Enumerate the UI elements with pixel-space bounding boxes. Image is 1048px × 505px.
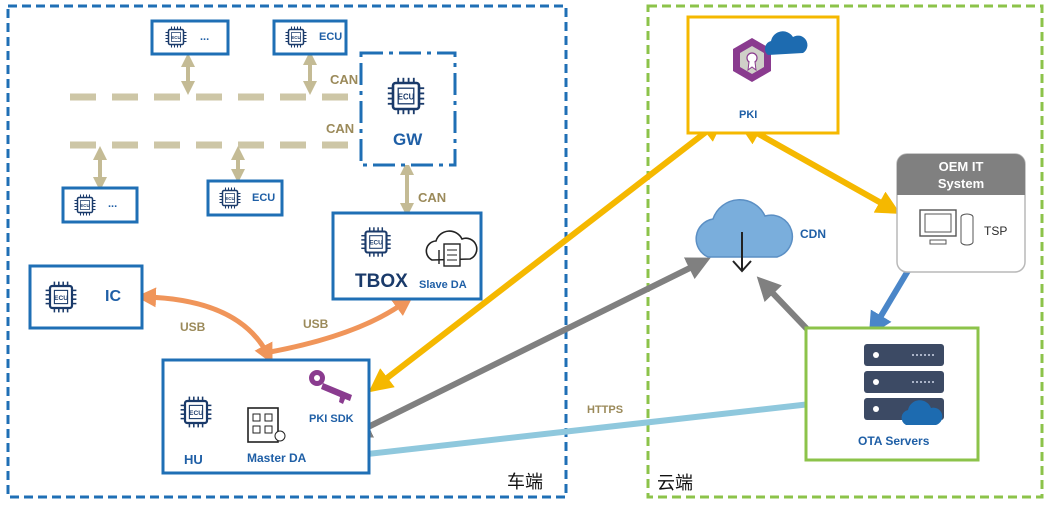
gw-label: GW — [393, 130, 423, 149]
ic-label: IC — [105, 288, 121, 305]
ecu-mid-right-label: ECU — [252, 192, 276, 204]
database-icon — [960, 213, 974, 246]
ecu-mid-left-label: ... — [108, 198, 118, 210]
cdn-label: CDN — [800, 227, 826, 241]
ota-servers-box — [804, 326, 980, 462]
oem-it-box — [896, 153, 1026, 273]
slave-da-cloud-icon — [425, 230, 478, 267]
ecu-box-top-left — [150, 19, 230, 56]
usb-right-label: USB — [303, 317, 329, 331]
pki-box — [686, 15, 840, 135]
pki-label: PKI — [739, 109, 758, 121]
ecu-box-mid-right — [206, 179, 284, 217]
hu-box — [161, 358, 371, 475]
master-da-icon — [247, 407, 286, 443]
https-arrow — [320, 389, 858, 469]
pki-key-icon — [309, 370, 352, 404]
ecu-top-left-label: ... — [200, 31, 210, 43]
ecu-box-top-right — [272, 19, 348, 56]
cloud-zone-label: 云端 — [657, 473, 693, 494]
oem-it-line2: System — [937, 176, 985, 191]
ecu-top-right-label: ECU — [319, 31, 343, 43]
can-mid-label: CAN — [326, 121, 355, 136]
gw-box — [359, 51, 457, 167]
usb-tbox-arrow — [269, 296, 414, 355]
pki-sdk-label: PKI SDK — [309, 413, 354, 425]
can-top-label: CAN — [330, 72, 359, 87]
https-label: HTTPS — [587, 404, 624, 416]
usb-ic-arrow — [136, 287, 273, 364]
pki-oem-arrow — [737, 122, 901, 214]
cloud-zone — [646, 4, 1044, 499]
tsp-label: TSP — [984, 224, 1008, 238]
tbox-box — [331, 211, 483, 301]
hu-label: HU — [184, 452, 203, 467]
usb-left-label: USB — [180, 320, 206, 334]
computer-icon — [919, 209, 957, 245]
ic-box — [28, 264, 144, 330]
oem-it-line1: OEM IT — [938, 159, 984, 174]
vehicle-zone-label: 车端 — [507, 472, 543, 493]
ecu-box-mid-left — [61, 186, 139, 224]
tbox-label: TBOX — [355, 271, 408, 292]
oem-it-title: OEM IT System — [897, 158, 1025, 192]
slave-da-label: Slave DA — [419, 279, 467, 291]
master-da-label: Master DA — [247, 451, 307, 465]
server-icon — [864, 344, 944, 425]
ota-servers-label: OTA Servers — [858, 434, 930, 448]
cdn-cloud-icon — [695, 199, 794, 273]
can-gw-tbox-label: CAN — [418, 190, 447, 205]
